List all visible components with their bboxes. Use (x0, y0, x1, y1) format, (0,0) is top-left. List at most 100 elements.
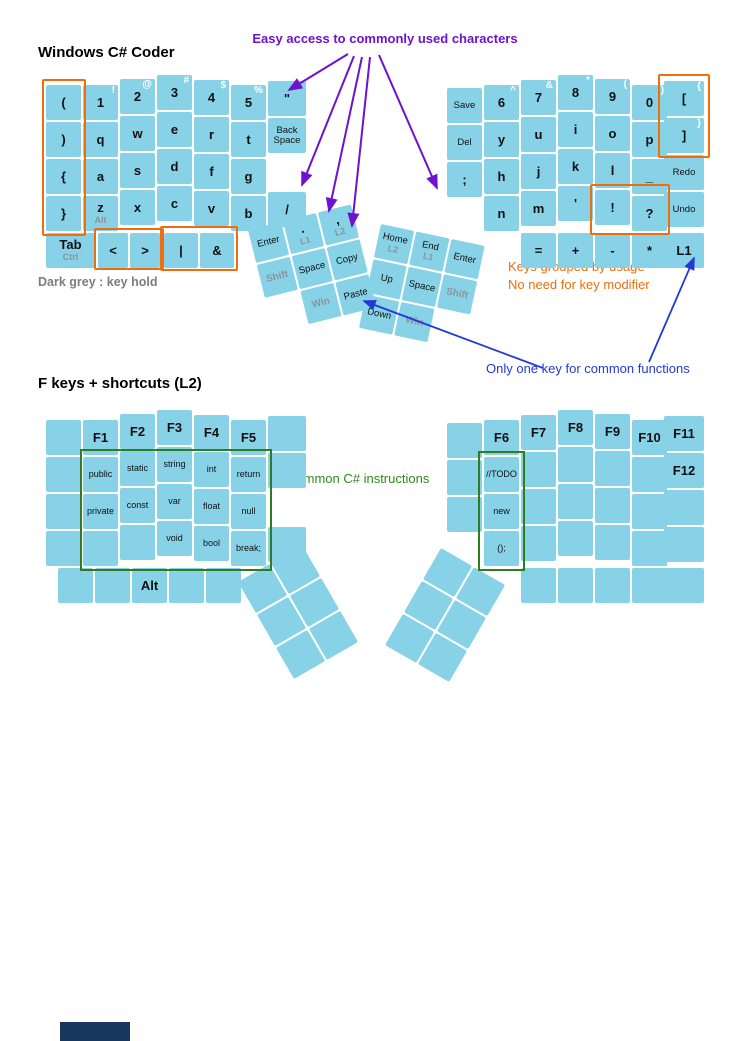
key-n: n (484, 196, 519, 231)
key-back-space: Back Space (268, 118, 306, 153)
key-float: float (194, 489, 229, 524)
key-k: k (558, 149, 593, 184)
key-redo: Redo (664, 155, 704, 190)
key-w: w (120, 116, 155, 151)
annotation-easy-access: Easy access to commonly used characters (252, 31, 518, 46)
key-7: &7 (521, 80, 556, 115)
key-blank (664, 568, 704, 603)
key-symbol: .L1 (282, 213, 325, 255)
footer-bar (60, 1022, 130, 1041)
annotation-no-modifier: No need for key modifier (508, 277, 650, 292)
key-symbol: - (595, 233, 630, 268)
key-blank (632, 494, 667, 529)
key-blank (58, 568, 93, 603)
key-symbol: }] (664, 118, 704, 153)
key-null: null (231, 494, 266, 529)
key-del: Del (447, 125, 482, 160)
key-p: p (632, 122, 667, 157)
key-static: static (120, 451, 155, 486)
key-l: l (595, 153, 630, 188)
key-s: s (120, 153, 155, 188)
key-blank (46, 494, 81, 529)
key-6: ^6 (484, 85, 519, 120)
key-symbol: ; (447, 162, 482, 197)
key-symbol: ? (632, 196, 667, 231)
key-symbol: { (46, 159, 81, 194)
key-b: b (231, 196, 266, 231)
key-2: @2 (120, 79, 155, 114)
annotation-key-hold: Dark grey : key hold (38, 275, 158, 289)
key-string: string (157, 447, 192, 482)
layer2-title: F keys + shortcuts (L2) (38, 375, 202, 392)
key-blank (46, 531, 81, 566)
key-win: Win (300, 282, 342, 325)
key-symbol: (); (484, 531, 519, 566)
key-blank (268, 416, 306, 451)
key-void: void (157, 521, 192, 556)
key-symbol: = (521, 233, 556, 268)
highlight-box-brackets (658, 74, 710, 158)
key-up: Up (366, 259, 407, 300)
key-space: Space (401, 266, 442, 308)
key-r: r (194, 117, 229, 152)
key-symbol: ,L2 (317, 204, 360, 246)
key-symbol: + (558, 233, 593, 268)
key-e: e (157, 112, 192, 147)
key-symbol: {[ (664, 81, 704, 116)
key-save: Save (447, 88, 482, 123)
layer1-title: Windows C# Coder (38, 44, 175, 61)
key-symbol: _ (632, 159, 667, 194)
key-q: q (83, 122, 118, 157)
key-f7: F7 (521, 415, 556, 450)
key-c: c (157, 186, 192, 221)
key-symbol: " (268, 81, 306, 116)
key-f2: F2 (120, 414, 155, 449)
key-9: (9 (595, 79, 630, 114)
key-blank (558, 521, 593, 556)
key-v: v (194, 191, 229, 226)
key-enter: Enter (444, 238, 485, 280)
key-blank (521, 526, 556, 561)
key-symbol: ) (46, 122, 81, 157)
key-blank (558, 447, 593, 482)
key-alt: Alt (132, 568, 167, 603)
key-blank (521, 489, 556, 524)
key-blank (120, 525, 155, 560)
key-win: Win (394, 301, 435, 343)
key-blank (521, 452, 556, 487)
key-copy: Copy (326, 239, 368, 281)
key-f11: F11 (664, 416, 704, 451)
key-break: break; (231, 531, 266, 566)
key-i: i (558, 112, 593, 147)
key-blank (632, 531, 667, 566)
key-g: g (231, 159, 266, 194)
key-0: )0 (632, 85, 667, 120)
key-enter: Enter (248, 221, 290, 263)
highlight-box-lt-gt (94, 228, 164, 270)
key-bool: bool (194, 526, 229, 561)
key-blank (95, 568, 130, 603)
annotation-common-cs: Common C# instructions (287, 471, 430, 486)
key-blank (447, 460, 482, 495)
key-blank (632, 457, 667, 492)
key-t: t (231, 122, 266, 157)
key-symbol: } (46, 196, 81, 231)
key-f3: F3 (157, 410, 192, 445)
key-f: f (194, 154, 229, 189)
key-undo: Undo (664, 192, 704, 227)
key-h: h (484, 159, 519, 194)
key-j: j (521, 154, 556, 189)
key-blank (83, 531, 118, 566)
key-o: o (595, 116, 630, 151)
annotation-one-key: Only one key for common functions (486, 361, 690, 376)
key-1: !1 (83, 85, 118, 120)
key-blank (595, 525, 630, 560)
highlight-box-cs-keywords-left (80, 449, 272, 571)
key-blank (268, 453, 306, 488)
highlight-box-pipe-amp (160, 226, 238, 271)
key-m: m (521, 191, 556, 226)
key-blank (595, 451, 630, 486)
